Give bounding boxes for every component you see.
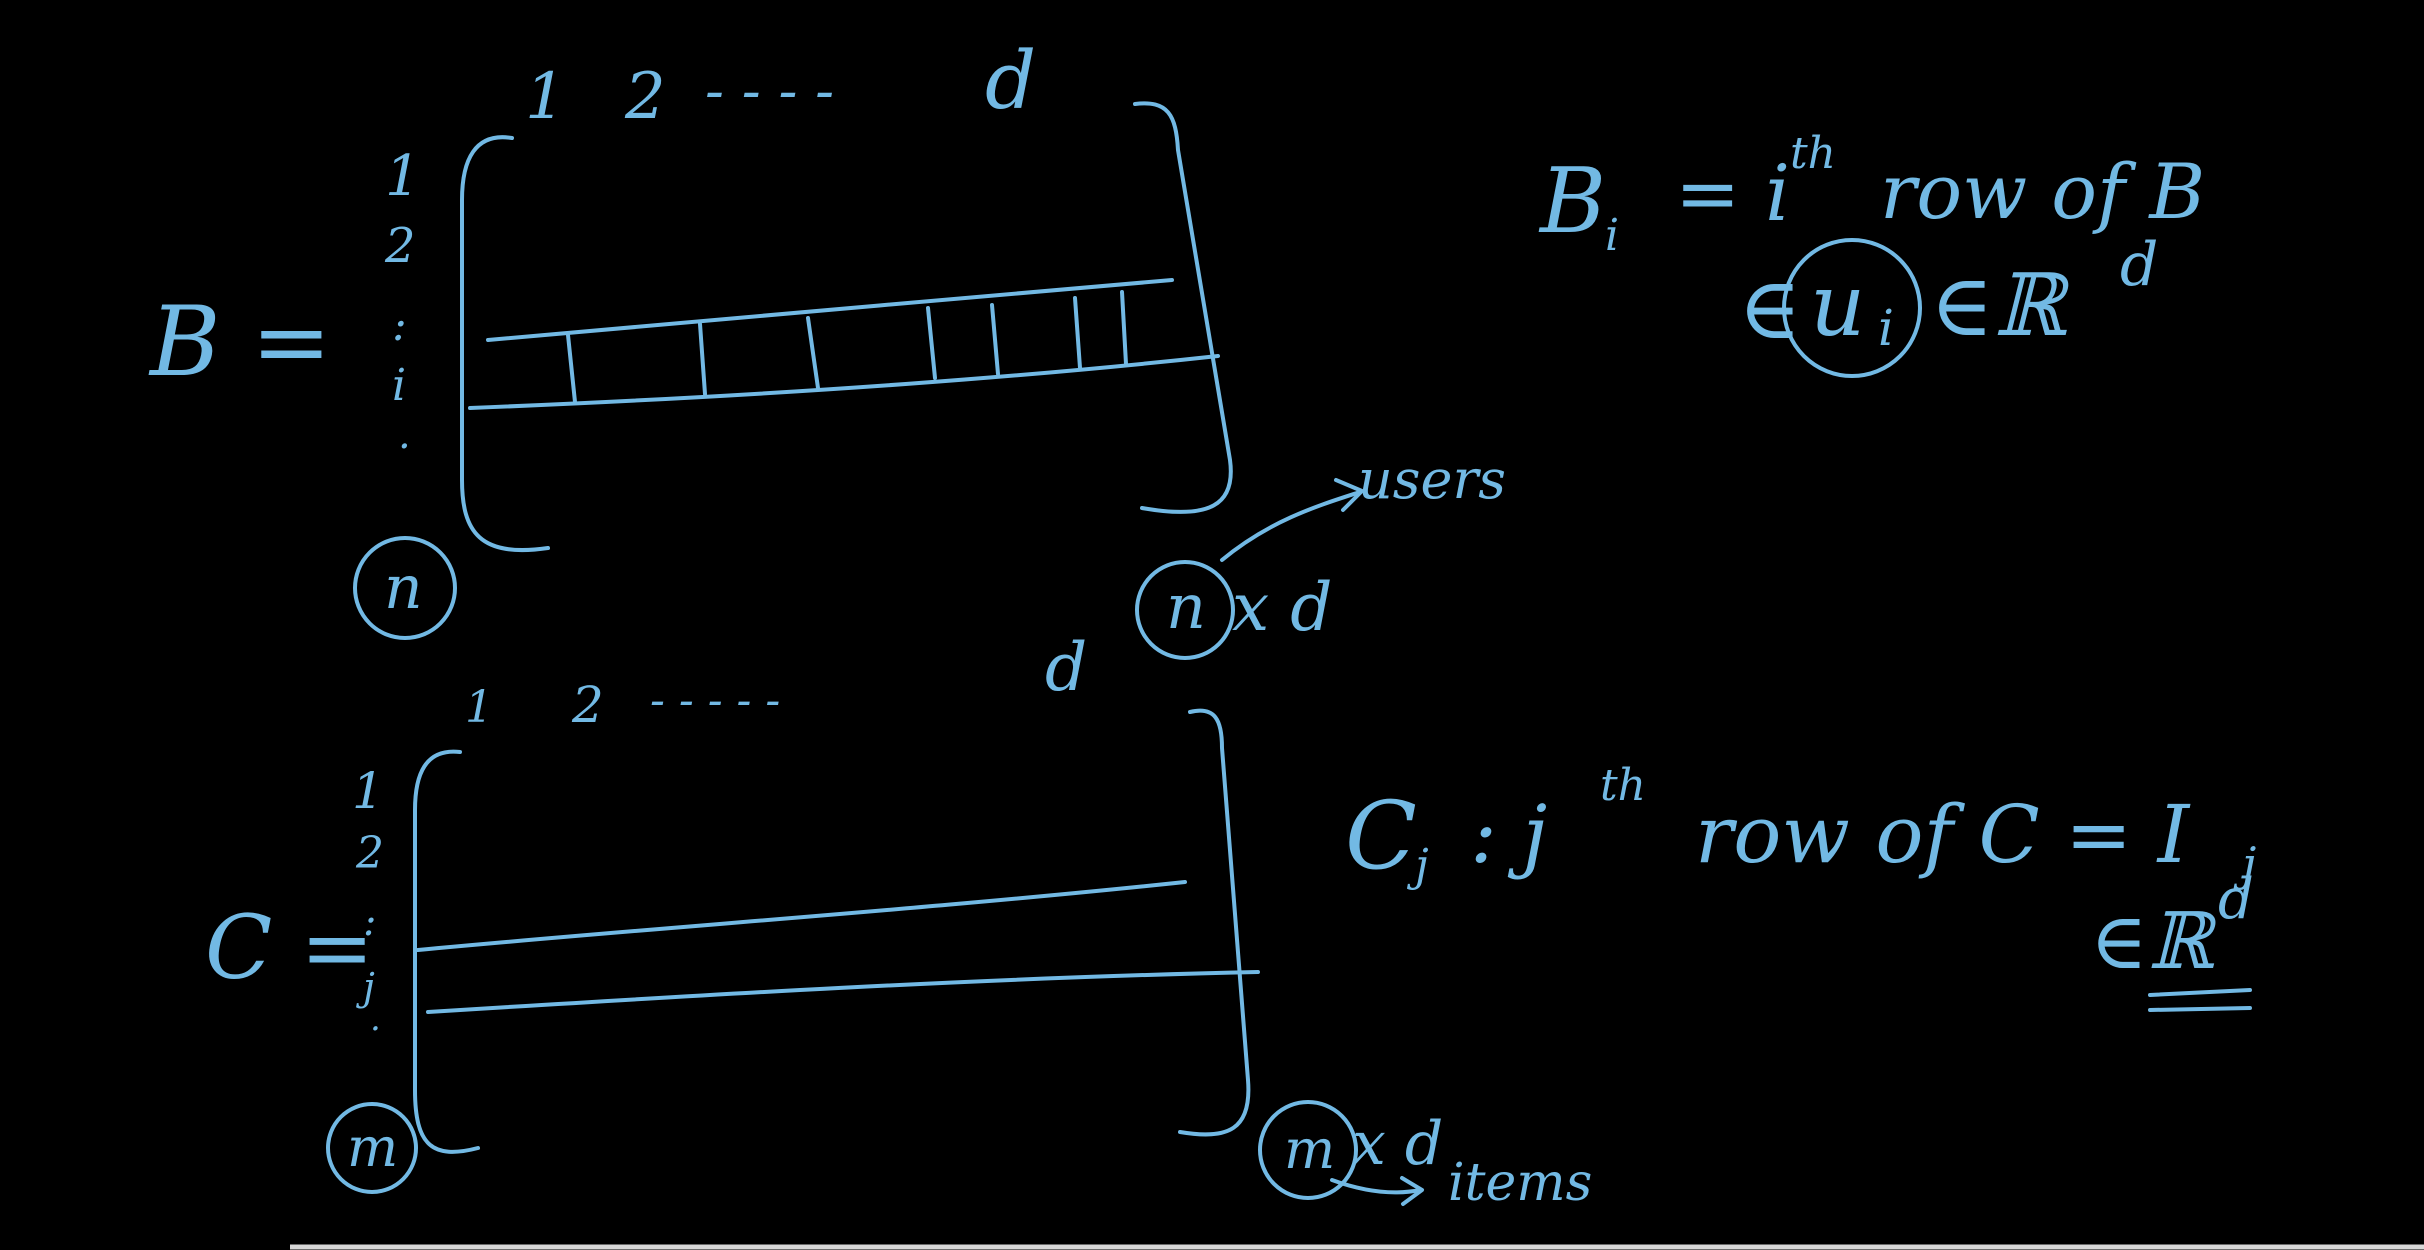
matrix-b-right-bracket xyxy=(1133,101,1233,514)
matrix-b-dim-n: n xyxy=(1166,570,1206,643)
note-b-element-of-2: ∈ℝ xyxy=(1930,256,2071,356)
matrix-b-dim-circle xyxy=(1135,560,1235,660)
matrix-b-annotation-arrow xyxy=(1220,490,1362,562)
matrix-b-dim-rest: x d xyxy=(1232,569,1332,646)
matrix-c-annotation: items xyxy=(1448,1153,1592,1213)
matrix-b-annotation: users xyxy=(1358,448,1506,511)
matrix-b-row-top-line xyxy=(486,278,1174,342)
matrix-c-row-top-line xyxy=(416,880,1187,952)
matrix-b-col-label-2: 2 xyxy=(624,60,666,134)
note-c-colon-j: : j xyxy=(1470,788,1547,881)
matrix-b: B = 1 2 - - - - d 1 2 : i . n n xyxy=(148,34,1506,660)
matrix-b-col-label-d: d xyxy=(985,34,1036,127)
note-c-underline-1 xyxy=(2148,988,2252,997)
matrix-c-row-label-dot: . xyxy=(370,999,381,1039)
note-b-subscript: i xyxy=(1605,210,1619,261)
note-c-symbol: C xyxy=(1345,782,1417,891)
matrix-b-row-bottom-line xyxy=(468,354,1220,410)
matrix-b-row-label-1: 1 xyxy=(385,144,421,209)
matrix-c-left-bracket xyxy=(413,749,480,1154)
note-c-underline-2 xyxy=(2148,1006,2252,1012)
matrix-c-dim-rest: x d xyxy=(1352,1109,1443,1179)
note-c-element-of: ∈ℝ xyxy=(2090,897,2218,987)
matrix-c-right-bracket xyxy=(1178,708,1251,1137)
matrix-c-col-label-1: 1 xyxy=(465,682,493,733)
matrix-b-row-label-2: 2 xyxy=(384,218,416,274)
matrix-b-col-dashes: - - - - xyxy=(705,59,834,124)
matrix-b-rows-circle xyxy=(353,536,457,640)
note-c-superscript: th xyxy=(1600,760,1646,811)
matrix-c-col-label-2: 2 xyxy=(571,676,604,734)
note-b-row-of-b: row of B xyxy=(1880,147,2205,236)
note-c-dimension: d xyxy=(2218,867,2254,932)
matrix-c-annotation-arrow xyxy=(1330,1178,1422,1195)
matrix-c-rows-label: m xyxy=(347,1116,398,1179)
matrix-b-row-cells xyxy=(566,290,1128,404)
matrix-c-row-label-dots: : xyxy=(363,899,376,945)
matrix-b-row-label-dot: . xyxy=(398,412,411,458)
matrix-c-lhs: C = xyxy=(205,896,374,999)
matrix-b-lhs: B = xyxy=(148,286,332,398)
matrix-b-row-label-i: i xyxy=(392,360,406,411)
matrix-c-dim-circle xyxy=(1258,1100,1358,1200)
matrix-b-row-label-dots: : xyxy=(392,300,407,351)
matrix-b-annotation-arrowhead xyxy=(1334,478,1364,512)
note-c: C j : j th row of C = I j ∈ℝ d xyxy=(1345,760,2256,1012)
note-b-vector-u: u xyxy=(1810,256,1865,356)
matrix-c: C = 1 2 - - - - - d 1 2 : j . m m x d it… xyxy=(205,629,1592,1213)
matrix-c-row-label-1: 1 xyxy=(352,762,384,820)
matrix-b-col-label-1: 1 xyxy=(525,60,566,134)
matrix-c-col-dashes: - - - - - xyxy=(650,675,780,726)
note-b-superscript: th xyxy=(1790,128,1836,179)
matrix-c-annotation-arrowhead xyxy=(1400,1176,1424,1206)
note-b-symbol: B xyxy=(1538,149,1606,254)
matrix-c-row-bottom-line xyxy=(426,970,1260,1014)
matrix-c-col-label-d: d xyxy=(1045,629,1087,706)
matrix-c-dim-m: m xyxy=(1284,1118,1335,1181)
matrix-c-row-label-2: 2 xyxy=(355,828,384,879)
note-b-vector-sub: i xyxy=(1878,299,1894,357)
note-c-row-of-c: row of C = I xyxy=(1695,788,2191,881)
note-b-equals-i: = i xyxy=(1675,149,1790,239)
note-b-dimension: d xyxy=(2120,230,2158,300)
note-b-circled-vector xyxy=(1782,238,1922,378)
matrix-b-rows-label: n xyxy=(384,553,423,623)
matrix-b-left-bracket xyxy=(460,135,550,553)
note-b: B i = i th row of B ∈ u i ∈ℝ d xyxy=(1538,128,2205,378)
matrix-c-rows-circle xyxy=(326,1102,418,1194)
